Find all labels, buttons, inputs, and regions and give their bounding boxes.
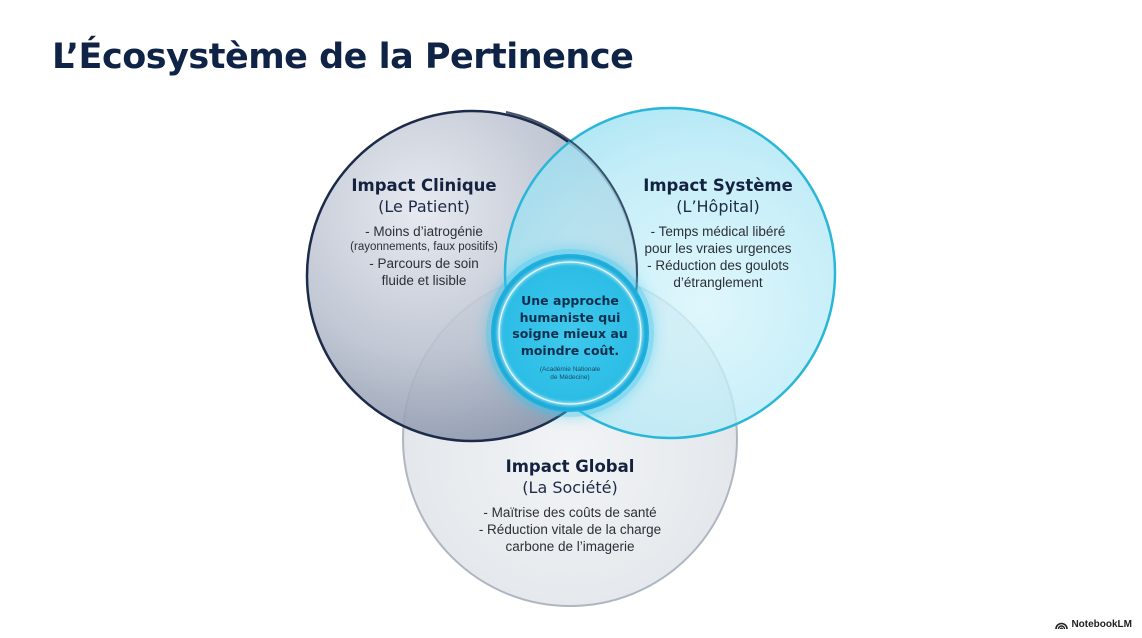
system-subheading: (L’Hôpital) — [676, 197, 760, 216]
clinical-bullet-2: - Parcours de soin — [369, 256, 479, 271]
brand-watermark: NotebookLM — [1055, 619, 1132, 630]
clinical-bullet-1-detail: (rayonnements, faux positifs) — [350, 241, 498, 253]
system-bullet-1-cont: pour les vraies urgences — [644, 241, 792, 256]
system-heading: Impact Système — [643, 176, 793, 195]
system-bullet-2: - Réduction des goulots — [647, 258, 789, 273]
brand-label: NotebookLM — [1071, 619, 1132, 630]
system-bullet-2-cont: d’étranglement — [673, 275, 763, 290]
global-block: Impact Global (La Société) - Maïtrise de… — [460, 456, 680, 555]
clinical-bullet-2-cont: fluide et lisible — [381, 273, 467, 288]
system-bullet-1: - Temps médical libéré — [650, 224, 786, 239]
clinical-subheading: (Le Patient) — [378, 197, 470, 216]
global-bullet-2-cont: carbone de l’imagerie — [505, 539, 635, 554]
center-quote-line-4: moindre coût. — [520, 342, 620, 358]
global-subheading: (La Société) — [522, 478, 618, 497]
page-title: L’Écosystème de la Pertinence — [52, 37, 634, 77]
clinical-bullet-1: - Moins d’iatrogénie — [365, 224, 483, 239]
center-block: Une approche humaniste qui soigne mieux … — [500, 293, 640, 382]
center-source: (Académie Nationale de Médecine) — [500, 366, 640, 382]
center-quote-line-2: humaniste qui — [519, 309, 621, 325]
center-quote-line-3: soigne mieux au — [512, 326, 628, 341]
system-block: Impact Système (L’Hôpital) - Temps médic… — [628, 175, 808, 291]
notebooklm-logo-icon — [1055, 620, 1069, 630]
global-bullet-2: - Réduction vitale de la charge — [478, 522, 662, 537]
clinical-block: Impact Clinique (Le Patient) - Moins d’i… — [334, 175, 514, 289]
center-source-line-2: de Médecine) — [550, 374, 590, 381]
global-bullet-1: - Maïtrise des coûts de santé — [483, 505, 657, 520]
center-circle — [491, 254, 649, 412]
clinical-heading: Impact Clinique — [351, 176, 497, 195]
global-heading: Impact Global — [505, 457, 635, 476]
center-quote-line-1: Une approche — [521, 293, 619, 308]
center-quote: Une approche humaniste qui soigne mieux … — [500, 293, 640, 359]
center-source-line-1: (Académie Nationale — [539, 366, 601, 373]
